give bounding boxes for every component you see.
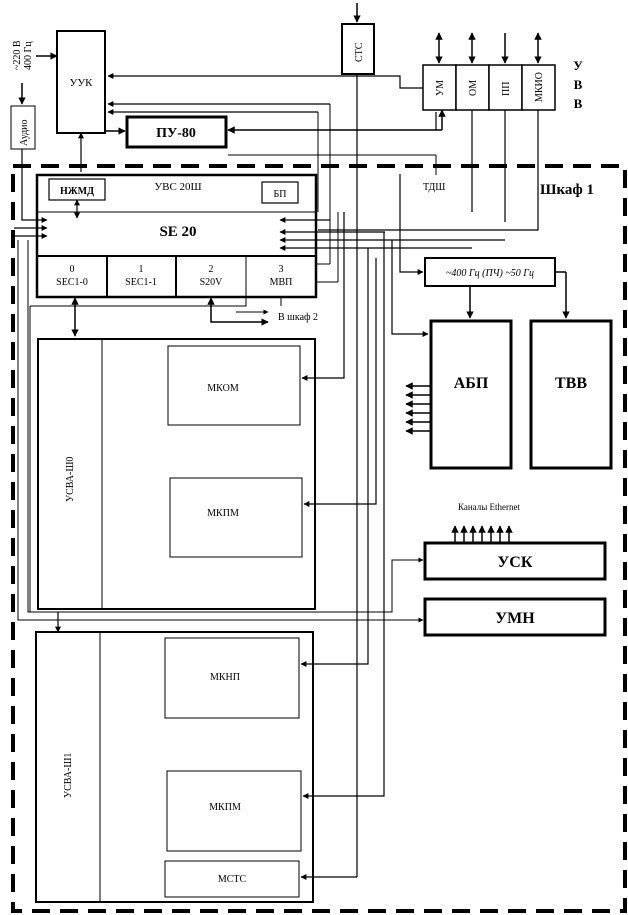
usk-link — [27, 240, 424, 613]
audio-se20-link — [21, 149, 48, 223]
nzhmd-label: НЖМД — [60, 186, 94, 197]
usk-label: УСК — [498, 554, 533, 571]
audio-box — [10, 105, 36, 150]
uuk-label: УУК — [70, 77, 94, 89]
slot-number: 1 — [139, 264, 144, 275]
umn-block — [423, 597, 607, 637]
msts-label: МСТС — [218, 874, 247, 885]
uvv-module-om — [455, 64, 490, 111]
abp-feed — [391, 240, 429, 337]
mkom-label: МКОМ — [207, 383, 239, 394]
tdsh-label: ТДШ — [423, 182, 445, 193]
abp-outputs — [405, 382, 431, 435]
mkpm1-link — [302, 232, 385, 799]
mkom-module — [167, 345, 301, 426]
uvv-module-um — [422, 64, 457, 111]
uuk-power-link — [399, 174, 424, 275]
slot-name: SEC1-0 — [56, 277, 88, 288]
abp-label: АБП — [454, 375, 489, 392]
to-cabinet2-label: В шкаф 2 — [278, 312, 318, 323]
sts-label: СТС — [354, 42, 365, 62]
usva0-title: УСВА-Ш0 — [65, 457, 76, 502]
uvv-title-letter: В — [574, 77, 583, 92]
uvv-uuk-link — [107, 73, 423, 89]
pu80-label: ПУ-80 — [156, 126, 196, 141]
mkpm1-module — [166, 770, 302, 852]
mkpm0-link — [303, 258, 377, 507]
freq-converter-label: ~400 Гц (ПЧ) ~50 Гц — [446, 268, 534, 279]
uvv-module-label: МКИО — [534, 72, 545, 102]
slot-name: S20V — [200, 277, 224, 288]
freq-converter-block — [424, 257, 556, 287]
cabinet-1-title: Шкаф 1 — [540, 182, 594, 198]
mkom-link — [301, 212, 345, 381]
umn-link — [17, 240, 424, 623]
slot-number: 3 — [279, 264, 284, 275]
audio-label: Аудио — [19, 119, 30, 146]
tvv-block — [529, 319, 613, 470]
slot2-cabinet2-link — [207, 297, 269, 326]
slot-number: 0 — [70, 264, 75, 275]
uvv-module-label: ПП — [501, 82, 512, 96]
msts-module — [164, 860, 300, 898]
slot-name: SEC1-1 — [125, 277, 157, 288]
umn-label: УМН — [495, 610, 535, 627]
uvs-title: УВС 20Ш — [154, 181, 201, 193]
sts-block — [341, 23, 375, 75]
ethernet-channels-label: Каналы Ethernet — [458, 502, 521, 512]
mknp-label: МКНП — [210, 672, 240, 683]
tvv-label: ТВВ — [555, 375, 587, 392]
mknp-module — [164, 637, 300, 719]
usva1-title: УСВА-Ш1 — [63, 753, 74, 798]
abp-block — [429, 319, 513, 470]
uvv-mkio-link — [318, 110, 539, 231]
power-label-line1: ~220 В — [12, 40, 23, 70]
bp-box — [261, 181, 299, 204]
uvv-module-label: ОМ — [468, 80, 479, 96]
usva-left-bus — [30, 298, 247, 307]
slot-number: 2 — [209, 264, 214, 275]
uuk-block — [56, 30, 106, 134]
mkpm1-label: МКПМ — [209, 802, 241, 813]
uvv-module-label: УМ — [435, 80, 446, 96]
mknp-link — [300, 248, 369, 667]
uvv-title-letter: У — [573, 58, 583, 73]
bp-label: БП — [274, 189, 287, 200]
cabinet-1-frame — [11, 164, 627, 913]
mkpm0-module — [169, 477, 303, 558]
pu80-block — [125, 115, 228, 149]
ethernet-arrows — [451, 525, 513, 543]
uvv-module-mkio — [521, 64, 556, 111]
usk-block — [423, 541, 607, 581]
slot-name: МВП — [270, 277, 293, 288]
power-label-line2: 400 Гц — [23, 41, 34, 70]
se20-label: SE 20 — [159, 224, 196, 240]
uvv-title-letter: В — [574, 96, 583, 111]
mkpm0-label: МКПМ — [207, 508, 239, 519]
uvv-group: УМ ОМ ПП МКИО У В В — [422, 32, 583, 111]
